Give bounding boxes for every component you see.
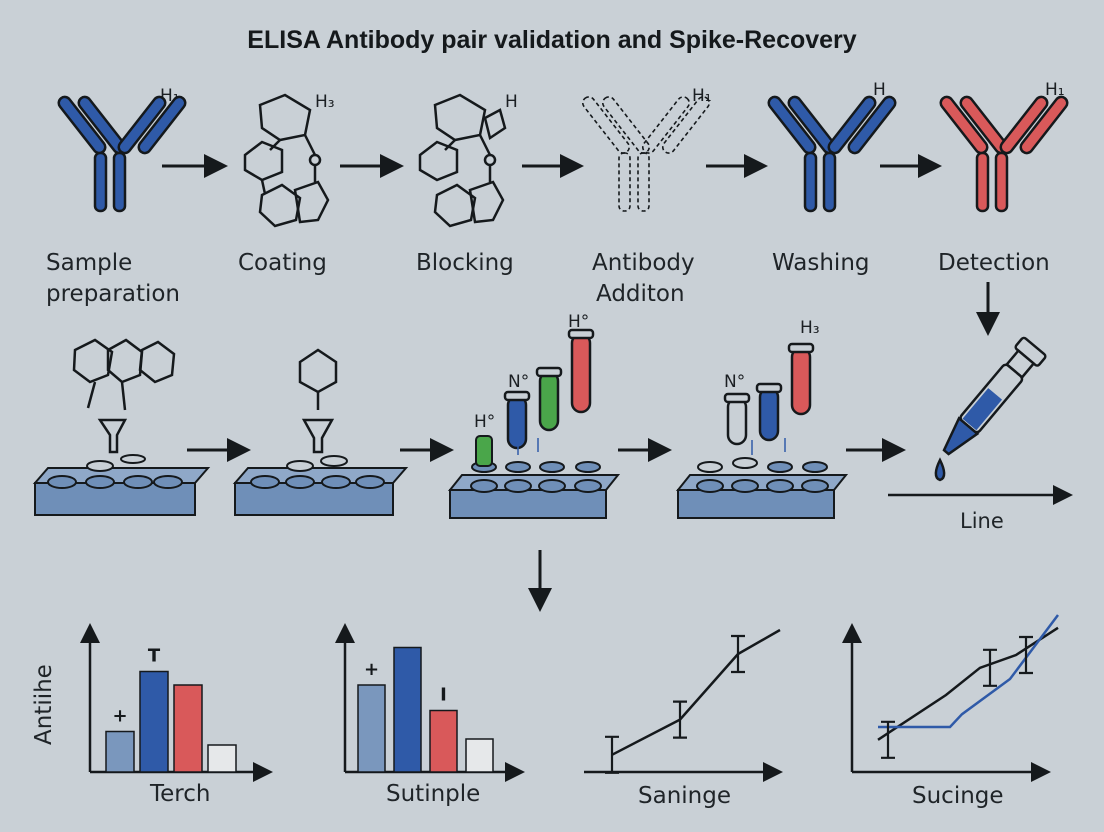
antibody-icon-washing <box>767 95 897 213</box>
tag-tube-n-b: N° <box>724 372 746 392</box>
microplate-icon-1 <box>32 454 211 516</box>
microplate-icon-2 <box>232 455 409 516</box>
chart1-bar-3 <box>173 684 203 773</box>
step-label-sample-1: Sample <box>46 250 133 276</box>
antibody-icon-sample <box>57 95 187 213</box>
chart4-series-2-line <box>878 614 1059 729</box>
chart4-errorbar-1 <box>881 720 895 759</box>
step-label-sample-2: preparation <box>46 281 181 307</box>
molecule-icon-plate2 <box>298 348 338 454</box>
molecule-icon-plate1 <box>72 338 176 454</box>
chart4-errorbar-3 <box>1019 635 1033 675</box>
chart4-xlabel: Sucinge <box>912 783 1004 809</box>
tag-tube-h3: H₃ <box>800 318 820 338</box>
chart4-series-1-line <box>877 626 1059 741</box>
tag-h-a: H <box>505 92 518 112</box>
microplate-icon-3 <box>447 435 621 519</box>
step-label-detection: Detection <box>938 250 1050 276</box>
test-tubes-washing <box>723 342 815 446</box>
antibody-icon-dashed <box>581 96 711 212</box>
tag-tube-h-b: H° <box>474 412 496 432</box>
chart1-xlabel: Terch <box>150 781 211 807</box>
chart2-annotation-1: + <box>364 659 379 680</box>
antibody-icon-detection <box>939 95 1069 213</box>
molecule-icon-blocking <box>418 93 507 228</box>
tag-h-b: H <box>873 80 886 100</box>
chart1-annotation-2: T <box>148 646 161 667</box>
diagram-title: ELISA Antibody pair validation and Spike… <box>247 26 857 54</box>
chart4-errorbar-2 <box>983 648 997 687</box>
chart3-xlabel: Saninge <box>638 783 731 809</box>
chart2-bar-3 <box>429 709 458 773</box>
chart2-bar-2 <box>393 646 422 773</box>
pipette-icon <box>934 336 1047 482</box>
chart1-bar-1 <box>105 730 135 773</box>
step-label-coating: Coating <box>238 250 327 276</box>
chart1-bar-2 <box>139 670 169 773</box>
chart2-annotation-3: I <box>440 685 447 706</box>
step-label-antibody-2: Additon <box>596 281 685 307</box>
step-label-blocking: Blocking <box>416 250 514 276</box>
tag-h1-c: H₁ <box>1045 80 1065 100</box>
tag-tube-h-a: H° <box>568 312 590 332</box>
chart2-bar-4 <box>465 738 494 773</box>
chart1-bar-4 <box>207 744 237 773</box>
chart2-bar-1 <box>357 684 386 773</box>
chart2-xlabel: Sutinple <box>386 781 481 807</box>
step-label-washing: Washing <box>772 250 870 276</box>
microplate-icon-4 <box>675 457 849 519</box>
chart1-annotation-1: + <box>112 706 127 727</box>
tag-h3-a: H₃ <box>315 92 335 112</box>
chart3-errorbar-3 <box>731 634 745 674</box>
chart3-errorbar-2 <box>673 700 687 739</box>
test-tubes-blocking <box>503 328 595 450</box>
molecule-icon-coating <box>243 93 330 228</box>
line-axis-label: Line <box>960 509 1004 533</box>
tag-h1-b: H₁ <box>692 86 712 106</box>
chart3-errorbar-1 <box>605 735 619 774</box>
tag-tube-n-a: N° <box>508 372 530 392</box>
chart3-series-1-line <box>611 628 781 756</box>
step-label-antibody-1: Antibody <box>592 250 695 276</box>
